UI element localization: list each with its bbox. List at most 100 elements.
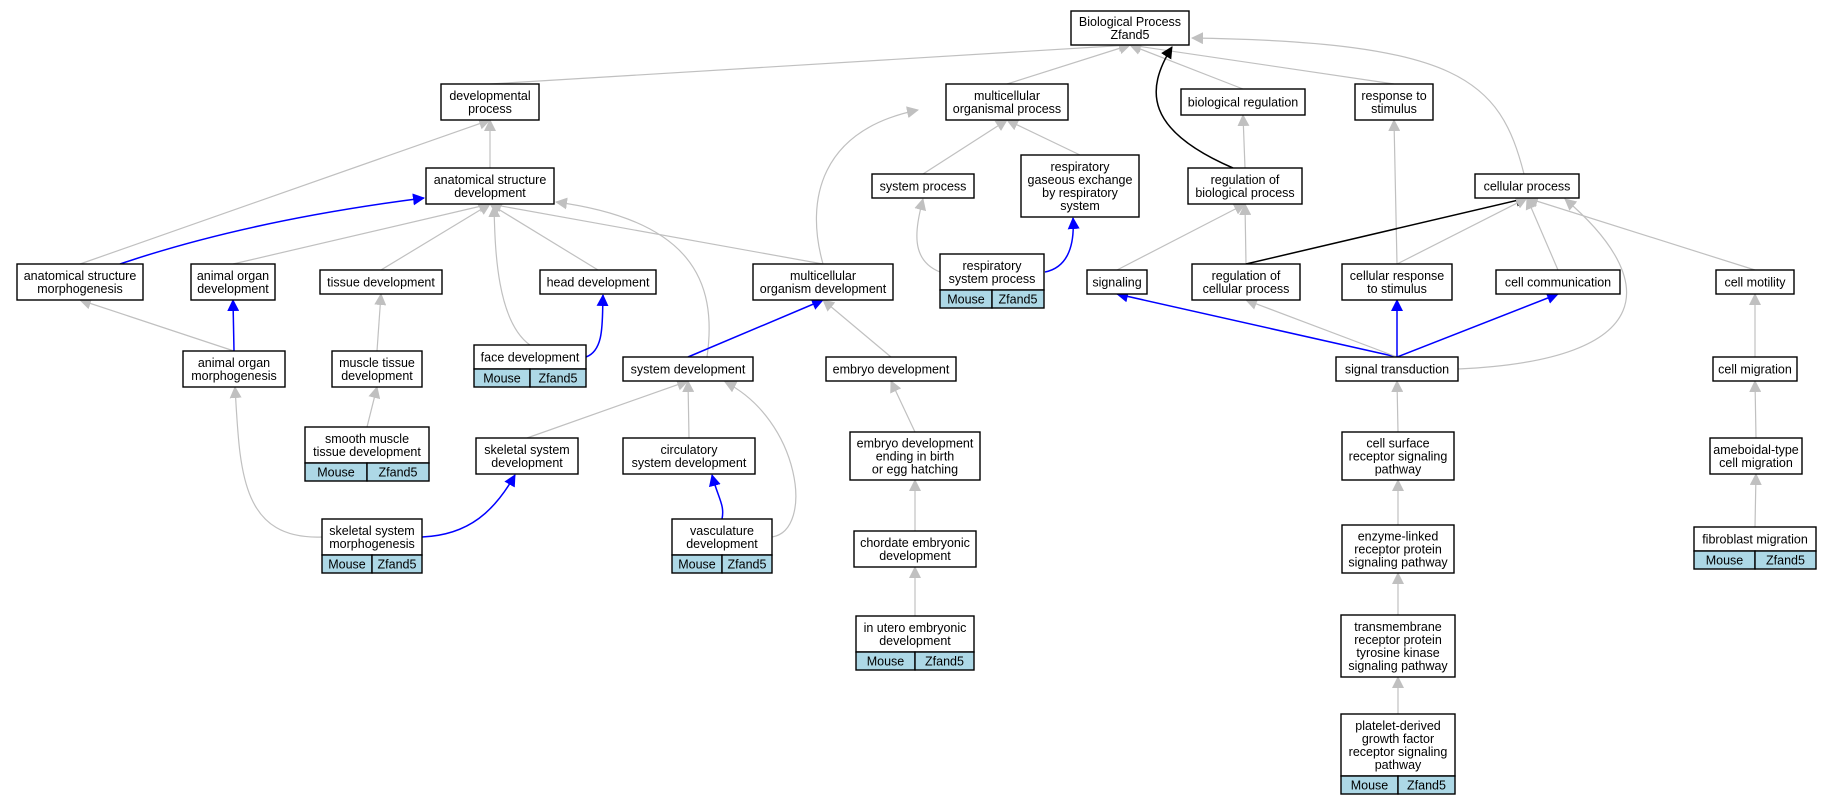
tag-label: Zfand5 — [1407, 779, 1446, 793]
node-cell-proc[interactable]: cellular process — [1474, 173, 1580, 199]
node-bio-reg[interactable]: biological regulation — [1180, 88, 1306, 116]
edge-multi_org_dev-to-multi_org_proc — [815, 106, 919, 265]
node-box — [1191, 263, 1301, 301]
node-box — [425, 167, 555, 205]
node-box — [331, 350, 423, 388]
node-label-line: development — [454, 186, 526, 200]
edge-vasc_dev-to-sys_dev — [724, 381, 797, 538]
node-label-line: morphogenesis — [37, 282, 122, 296]
node-head-dev[interactable]: head development — [539, 269, 657, 295]
node-label-line: development — [879, 634, 951, 648]
node-label-line: anatomical structure — [434, 173, 547, 187]
node-label-line: growth factor — [1362, 732, 1434, 746]
node-label-line: skeletal system — [329, 524, 414, 538]
node-label-line: to stimulus — [1367, 282, 1427, 296]
node-label-line: pathway — [1375, 758, 1422, 772]
node-box — [1715, 269, 1795, 295]
node-label-line: respiratory — [1050, 160, 1110, 174]
node-label-line: embryo development — [833, 363, 950, 377]
node-sys-proc[interactable]: system process — [871, 173, 975, 199]
edge-reg_bio-to-bio_reg — [1237, 114, 1250, 169]
node-label-line: signaling pathway — [1348, 659, 1448, 673]
gene-tag: Zfand5 — [914, 651, 975, 671]
node-box — [1709, 437, 1803, 475]
edge-cell_mot-to-cell_proc — [1526, 195, 1756, 271]
node-box — [1354, 83, 1434, 121]
edge-tissue_dev-to-anat_dev — [380, 203, 491, 271]
edge-signaling-to-reg_bio — [1116, 203, 1246, 271]
node-embryo-dev[interactable]: embryo development — [825, 356, 957, 382]
node-label-line: ameboidal-type — [1713, 443, 1799, 457]
edge-anat_morph-to-anat_dev — [119, 193, 425, 265]
species-tag: Mouse — [1693, 550, 1756, 570]
node-box — [945, 83, 1069, 121]
node-sig-trans[interactable]: signal transduction — [1335, 356, 1459, 382]
edge-animal_organ_morph-to-anat_morph — [79, 297, 235, 352]
node-label-line: cell surface — [1366, 437, 1429, 451]
node-label-line: system process — [880, 180, 967, 194]
node-label-line: animal organ — [198, 356, 270, 370]
tag-cell — [529, 368, 587, 388]
node-label-line: tissue development — [313, 445, 421, 459]
edge-sys_dev-to-anat_dev — [555, 197, 710, 358]
node-box — [539, 269, 657, 295]
species-tag: Mouse — [304, 462, 368, 482]
node-label-line: or egg hatching — [872, 463, 958, 477]
node-box — [622, 437, 756, 475]
node-tissue-dev[interactable]: tissue development — [319, 269, 443, 295]
node-label-line: system — [1060, 199, 1100, 213]
node-box — [1340, 614, 1456, 678]
node-sys-dev[interactable]: system development — [622, 356, 754, 382]
node-cell-mot[interactable]: cell motility — [1715, 269, 1795, 295]
node-box — [475, 437, 579, 475]
node-label-line: multicellular — [974, 89, 1040, 103]
edge-muscle_dev-to-tissue_dev — [374, 293, 387, 352]
node-label-line: respiratory — [962, 259, 1022, 273]
node-cell-comm[interactable]: cell communication — [1495, 269, 1621, 295]
tag-label: Mouse — [1351, 779, 1389, 793]
node-cell-mig[interactable]: cell migration — [1712, 356, 1798, 382]
node-label-line: pathway — [1375, 463, 1422, 477]
node-label-line: morphogenesis — [191, 369, 276, 383]
node-box — [1020, 154, 1140, 218]
node-label-line: signaling — [1092, 276, 1141, 290]
node-signaling[interactable]: signaling — [1086, 269, 1148, 295]
tag-label: Mouse — [1706, 554, 1744, 568]
node-box — [853, 530, 977, 568]
node-box — [1693, 526, 1817, 552]
node-label-line: cell migration — [1718, 363, 1792, 377]
edge-resp_stim-to-bp — [1129, 40, 1395, 85]
tag-label: Mouse — [678, 558, 716, 572]
gene-tag: Zfand5 — [721, 554, 773, 574]
